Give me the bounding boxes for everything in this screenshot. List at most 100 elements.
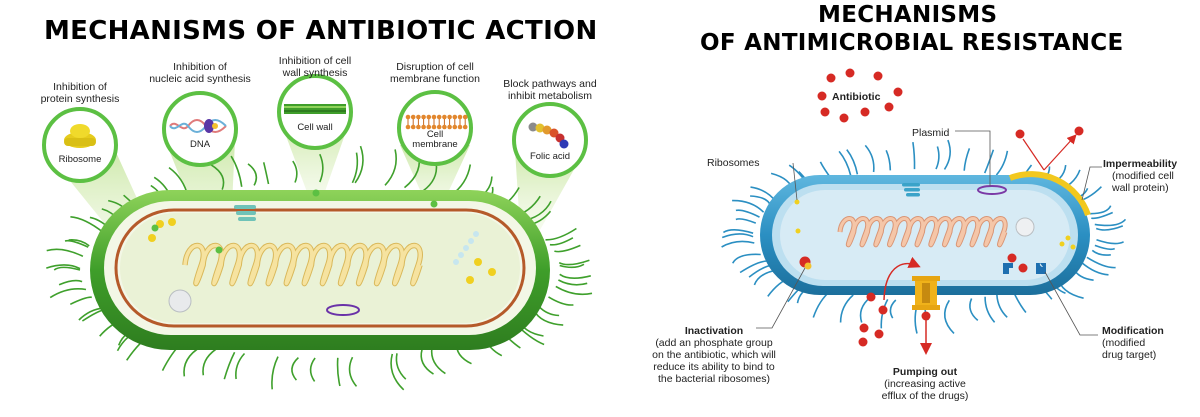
lipid-head (416, 124, 421, 130)
flagellum (554, 244, 581, 253)
caption-cell-membrane: Disruption of cell membrane function (390, 61, 480, 85)
target-dot (151, 224, 159, 232)
circle-nucleic-acid (162, 91, 238, 167)
antibiotic-molecule (859, 323, 869, 333)
label-plasmid: Plasmid (912, 127, 950, 139)
cell-membrane (114, 208, 526, 328)
page-title-line2: OF ANTIMICROBIAL RESISTANCE (700, 30, 1124, 56)
lipid-head (410, 124, 416, 130)
resistance-diagram (721, 68, 1127, 355)
flagellum (384, 149, 397, 186)
caption-metabolism: Block pathways and inhibit metabolism (503, 78, 597, 102)
folic-acid-icon (528, 122, 569, 149)
caption-protein-synthesis: Inhibition of protein synthesis (40, 81, 120, 105)
flagellum (390, 353, 405, 391)
flagellum (549, 237, 574, 246)
flagellum (202, 348, 217, 376)
dna-strand (838, 217, 1007, 247)
flagellum (1091, 249, 1111, 256)
flagellum (53, 266, 81, 271)
lipid-head (447, 124, 452, 130)
flagellum (68, 239, 90, 247)
flagellum (943, 139, 951, 170)
flagellum (846, 149, 859, 175)
flagellum (739, 260, 767, 274)
target-dot (430, 200, 438, 208)
lipid-head (442, 124, 447, 130)
antibiotic-molecule (921, 311, 931, 321)
flagellum (309, 357, 316, 382)
label-modification: Modification (modified drug target) (1102, 325, 1164, 361)
flagellum (262, 162, 270, 185)
cell-membrane-icon (405, 114, 468, 130)
flagellum (430, 347, 446, 375)
ribosome-stack-icon (234, 205, 256, 221)
deflect-arrow (1022, 138, 1045, 171)
flagellum (1086, 256, 1116, 269)
caption-cell-wall: Inhibition of cell wall synthesis (278, 55, 352, 79)
particle (156, 220, 164, 228)
flagellum (735, 218, 757, 224)
flagellum (859, 296, 871, 323)
cell-wall-icon (284, 104, 346, 114)
flagellum (735, 209, 760, 218)
chromosome-dna (837, 216, 1008, 248)
antibiotic-molecule (874, 329, 884, 339)
flagellum (935, 146, 940, 170)
phosphate-group (804, 262, 812, 270)
efflux-arrow-in (883, 256, 921, 301)
lipid-head (436, 114, 442, 120)
particle (794, 199, 800, 205)
particle (488, 268, 496, 276)
flagellum (996, 294, 1008, 318)
lipid-head (421, 124, 426, 130)
particle (466, 276, 474, 284)
flagellum (351, 152, 359, 184)
deflect-arrow (1043, 134, 1077, 171)
impermeability-title: Impermeability (1103, 158, 1178, 170)
flagellum (292, 160, 298, 183)
flagellum (558, 279, 588, 286)
flagellum (58, 279, 83, 286)
flagellum (1094, 218, 1127, 227)
pumping-title: Pumping out (892, 366, 958, 378)
efflux-pump-icon (912, 276, 940, 310)
flagellum (995, 150, 1009, 176)
label-ribosome: Ribosome (58, 154, 102, 165)
ribosome-icon (64, 124, 96, 148)
modification-title: Modification (1102, 325, 1164, 337)
particle (474, 258, 482, 266)
flagellum (532, 309, 564, 326)
flagellum (291, 357, 299, 381)
flagellum (70, 216, 104, 233)
flagellum (548, 296, 574, 306)
particle (1059, 241, 1065, 247)
flagellum (46, 248, 84, 258)
modified-wall-protein (1008, 171, 1091, 217)
flagellum (1080, 261, 1109, 276)
flagellum (839, 294, 854, 323)
particle (148, 234, 156, 242)
lipid-head (447, 114, 452, 120)
dna-icon (169, 119, 227, 133)
flagellum (731, 253, 761, 264)
flagellum (983, 149, 995, 174)
flagellum (889, 299, 897, 319)
flagellum (271, 356, 279, 390)
flagellum (210, 164, 225, 190)
flagellum (721, 233, 754, 239)
ribosome-stack-icon (902, 183, 920, 197)
lipid-head (421, 114, 426, 120)
antibiotic-molecule (1015, 129, 1025, 139)
lipid-head (416, 114, 421, 120)
flagellum (963, 148, 971, 171)
modified-drug-target-icon (1003, 253, 1046, 274)
inactivation-detail: (add an phosphate group on the antibioti… (652, 337, 776, 385)
leader-impermeability (1081, 166, 1102, 201)
flagellum (230, 155, 243, 187)
flagellum (247, 163, 258, 186)
flagellum (1095, 225, 1124, 231)
lipid-head (405, 124, 411, 130)
flagellum (969, 298, 979, 322)
antibiotic-molecule (858, 337, 868, 347)
